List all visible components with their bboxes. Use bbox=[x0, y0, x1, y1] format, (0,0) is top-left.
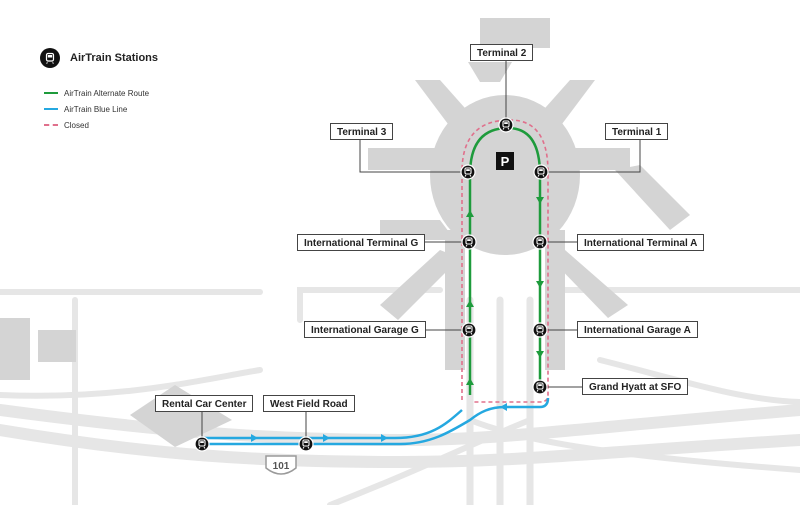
station-label-terminal-3[interactable]: Terminal 3 bbox=[330, 123, 394, 140]
legend-label: AirTrain Alternate Route bbox=[64, 88, 150, 98]
station-label-rental-car-center[interactable]: Rental Car Center bbox=[155, 395, 254, 412]
station-marker-intl-garage-g[interactable] bbox=[461, 322, 477, 338]
station-marker-terminal-1[interactable] bbox=[533, 164, 549, 180]
station-markers bbox=[194, 117, 549, 452]
map-legend: AirTrain Stations AirTrain Alternate Rou… bbox=[40, 40, 240, 135]
train-icon bbox=[465, 325, 473, 335]
station-marker-west-field-road[interactable] bbox=[298, 436, 314, 452]
station-marker-terminal-2[interactable] bbox=[498, 117, 514, 133]
legend-swatch-green bbox=[44, 92, 58, 94]
legend-swatch-closed bbox=[44, 124, 58, 126]
station-label-grand-hyatt[interactable]: Grand Hyatt at SFO bbox=[582, 378, 689, 395]
legend-swatch-blue bbox=[44, 108, 58, 110]
station-marker-terminal-3[interactable] bbox=[460, 164, 476, 180]
road-network bbox=[0, 287, 800, 505]
train-icon bbox=[502, 120, 510, 130]
svg-text:101: 101 bbox=[273, 461, 290, 472]
station-label-intl-terminal-a[interactable]: International Terminal A bbox=[577, 234, 705, 251]
terminal-buildings bbox=[0, 18, 690, 447]
train-icon bbox=[536, 382, 544, 392]
legend-item-blue-line: AirTrain Blue Line bbox=[44, 102, 127, 116]
station-marker-intl-terminal-a[interactable] bbox=[532, 234, 548, 250]
station-label-terminal-2[interactable]: Terminal 2 bbox=[470, 44, 534, 61]
parking-symbol: P bbox=[496, 152, 514, 170]
station-label-intl-garage-g[interactable]: International Garage G bbox=[304, 321, 426, 338]
blue-line bbox=[198, 397, 550, 446]
station-label-intl-terminal-g[interactable]: International Terminal G bbox=[297, 234, 426, 251]
blue-line-upper bbox=[200, 409, 463, 440]
train-icon bbox=[465, 237, 473, 247]
legend-item-alternate-route: AirTrain Alternate Route bbox=[44, 86, 149, 100]
train-icon bbox=[302, 439, 310, 449]
legend-label: AirTrain Blue Line bbox=[64, 104, 128, 114]
legend-title: AirTrain Stations bbox=[70, 52, 159, 64]
highway-101-shield: 101 bbox=[265, 455, 297, 475]
legend-title-row: AirTrain Stations bbox=[40, 47, 158, 69]
blue-line-arrows bbox=[251, 403, 507, 442]
alternate-route-arrows bbox=[466, 197, 544, 385]
station-label-west-field-road[interactable]: West Field Road bbox=[263, 395, 355, 412]
train-icon-glyph bbox=[45, 52, 55, 64]
label-leader-lines bbox=[201, 60, 641, 444]
train-icon bbox=[536, 237, 544, 247]
station-marker-rental-car-center[interactable] bbox=[194, 436, 210, 452]
train-icon bbox=[464, 167, 472, 177]
station-marker-intl-garage-a[interactable] bbox=[532, 322, 548, 338]
train-icon bbox=[537, 167, 545, 177]
train-icon bbox=[198, 439, 206, 449]
closed-route-line bbox=[461, 119, 549, 403]
station-marker-intl-terminal-g[interactable] bbox=[461, 234, 477, 250]
station-label-intl-garage-a[interactable]: International Garage A bbox=[577, 321, 698, 338]
station-marker-grand-hyatt[interactable] bbox=[532, 379, 548, 395]
train-icon bbox=[536, 325, 544, 335]
legend-item-closed: Closed bbox=[44, 118, 89, 132]
train-station-icon bbox=[40, 48, 60, 68]
station-label-terminal-1[interactable]: Terminal 1 bbox=[605, 123, 669, 140]
legend-label: Closed bbox=[64, 120, 89, 130]
svg-text:P: P bbox=[501, 154, 510, 169]
